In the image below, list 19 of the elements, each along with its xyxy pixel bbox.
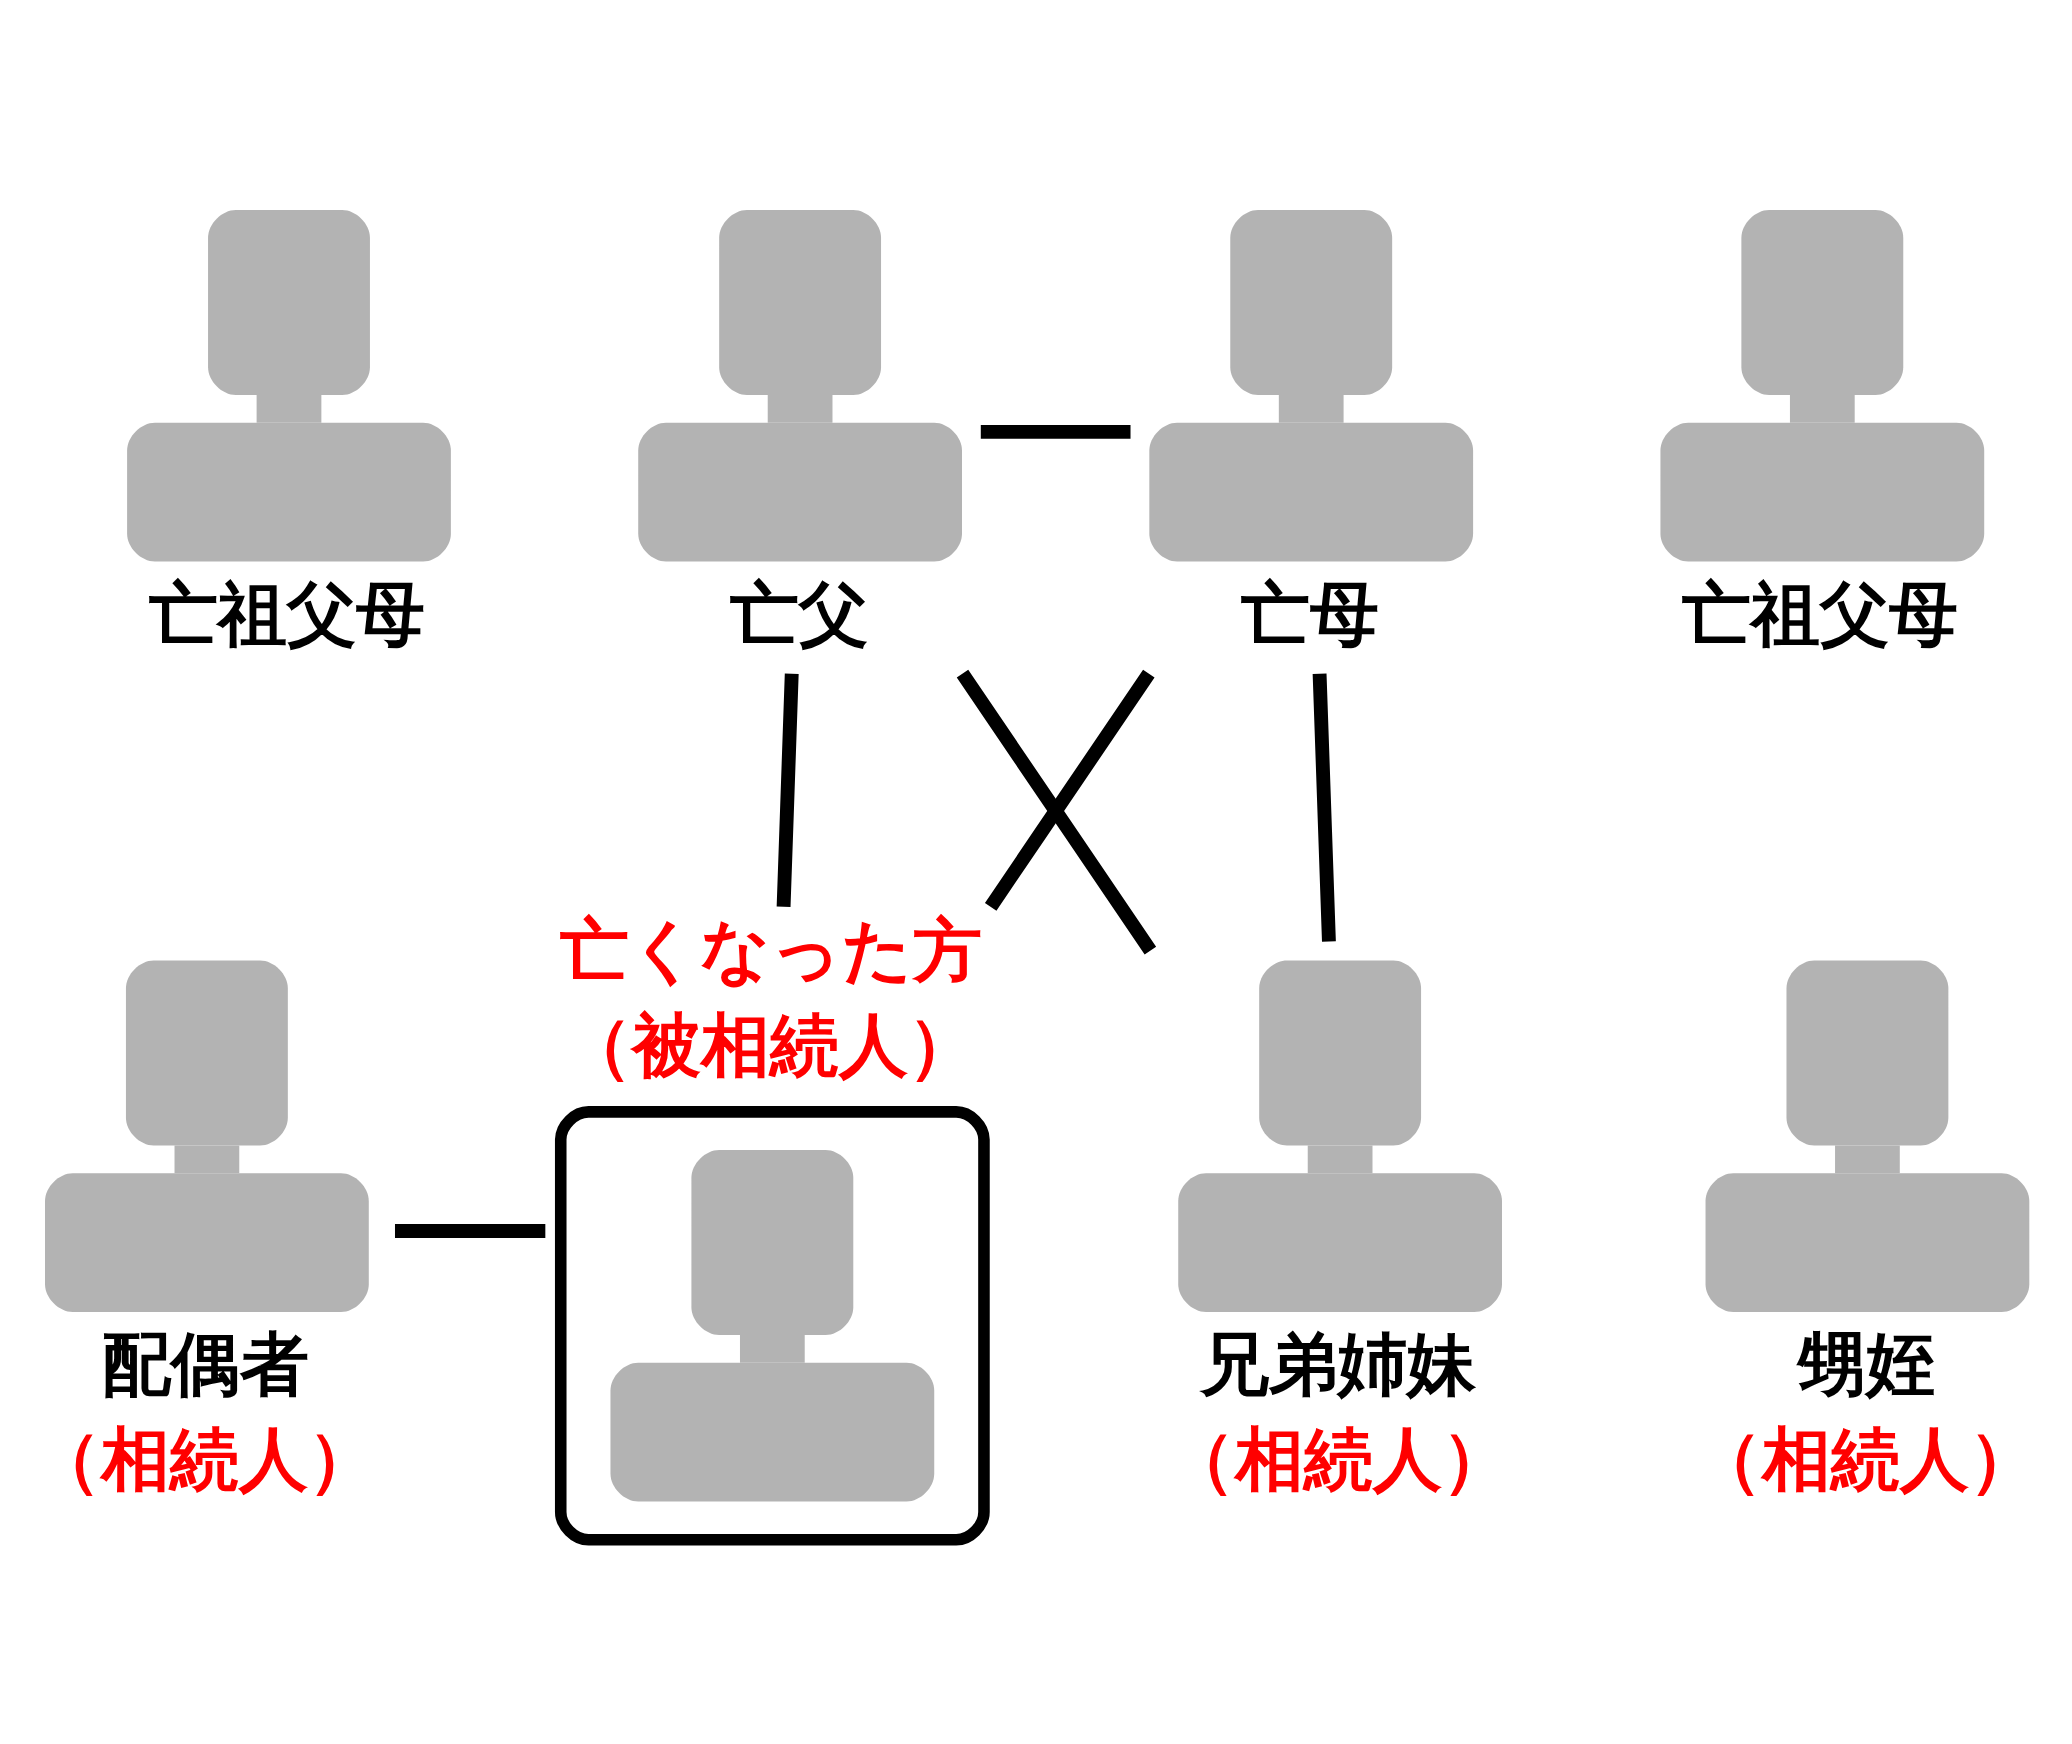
node-label: 配偶者 xyxy=(101,1323,309,1404)
node-label: 亡母 xyxy=(1240,573,1379,654)
connector xyxy=(395,1223,546,1238)
node-label: （相続人） xyxy=(32,1418,378,1499)
node-label: 兄弟姉妹 xyxy=(1200,1323,1477,1404)
connector xyxy=(956,669,1157,955)
node-box xyxy=(554,1105,990,1545)
connector xyxy=(776,672,799,907)
connector xyxy=(980,424,1131,439)
node-label: （被相続人） xyxy=(563,1004,978,1085)
node-label: 甥姪 xyxy=(1796,1323,1935,1404)
connector xyxy=(984,669,1155,911)
node-label: （相続人） xyxy=(1165,1418,1511,1499)
node-label: 亡くなった方 xyxy=(559,909,982,990)
node-label: 亡祖父母 xyxy=(149,573,426,654)
node-label: 亡父 xyxy=(729,573,868,654)
connector xyxy=(1312,672,1336,942)
node-label: （相続人） xyxy=(1692,1418,2038,1499)
node-label: 亡祖父母 xyxy=(1682,573,1959,654)
